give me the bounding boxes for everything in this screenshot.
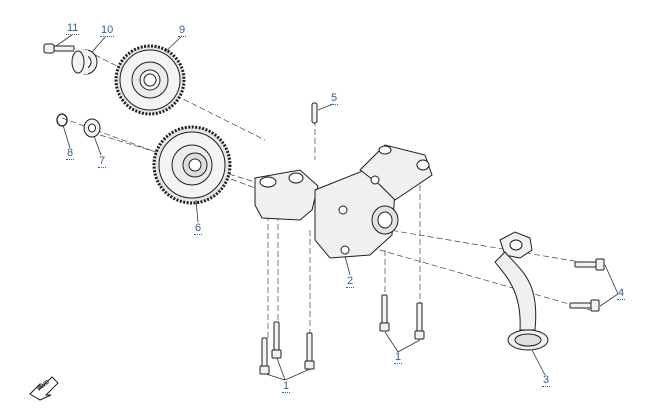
oil-strainer-3 xyxy=(494,231,549,351)
bolts-4 xyxy=(569,258,605,312)
callout-7: 7 xyxy=(98,155,107,168)
callout-6: 6 xyxy=(194,222,203,235)
oil-pump-body-2 xyxy=(254,144,433,259)
callout-2: 2 xyxy=(346,275,355,288)
snap-ring-8 xyxy=(56,113,68,127)
gear-9 xyxy=(114,44,186,116)
callout-9: 9 xyxy=(178,24,187,37)
gear-6 xyxy=(152,125,232,205)
callout-4: 4 xyxy=(617,287,626,300)
callout-10: 10 xyxy=(100,24,115,37)
callout-5: 5 xyxy=(330,92,339,105)
leader-lines xyxy=(55,34,619,381)
washer-7 xyxy=(83,118,101,138)
callout-11: 11 xyxy=(66,22,80,35)
callout-1-right: 1 xyxy=(394,351,403,364)
callout-8: 8 xyxy=(66,147,75,160)
bolt-11 xyxy=(43,43,75,54)
callout-3: 3 xyxy=(542,374,551,387)
forward-arrow-icon xyxy=(29,376,59,401)
nut-10 xyxy=(71,49,98,75)
callout-1-left: 1 xyxy=(282,380,291,393)
bolts-1 xyxy=(259,294,425,375)
pin-5 xyxy=(311,102,318,124)
